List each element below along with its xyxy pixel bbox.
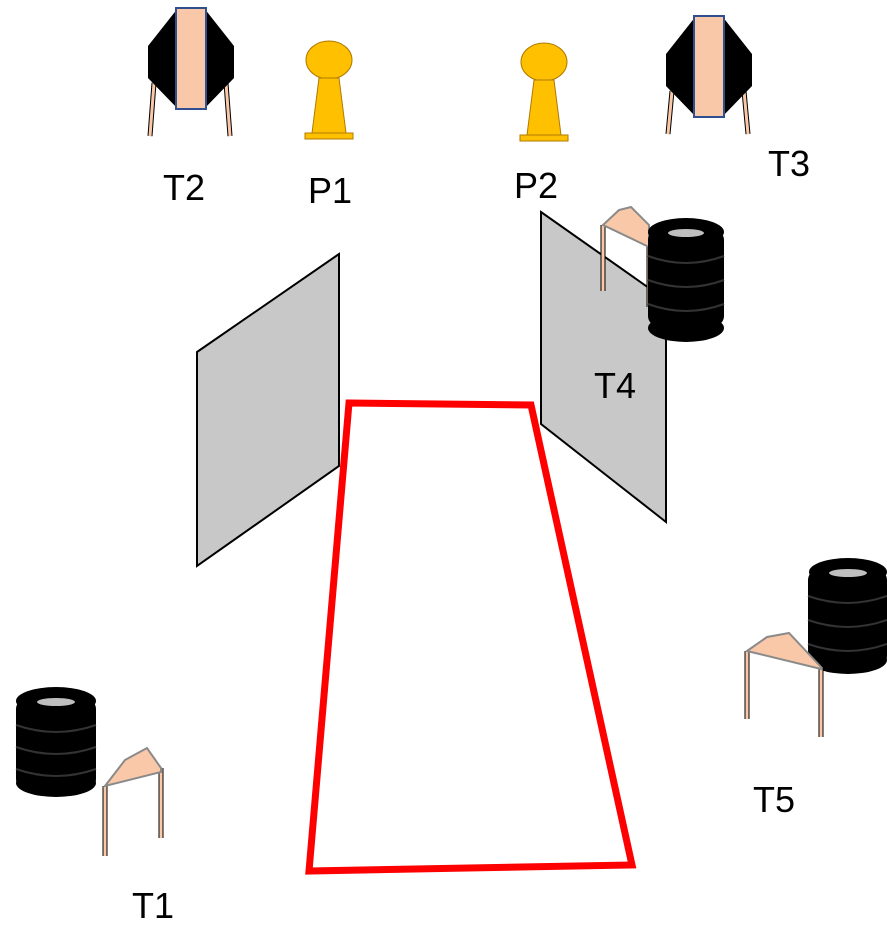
label-t1: T1 [132,885,174,923]
label-t2: T2 [163,167,205,208]
post-icon [519,42,569,142]
post-icon [304,40,354,140]
label-t4: T4 [594,365,636,406]
tire-stack-icon [647,218,725,342]
left-panel [196,252,340,568]
label-t3: T3 [768,143,810,184]
tire-stack-icon [15,687,97,797]
easel-icon [744,631,824,737]
red-zone-outline [305,399,637,875]
easel-icon [102,746,164,856]
label-p1: P1 [308,170,352,211]
label-p2: P2 [514,165,558,206]
barrel-target-icon [147,7,234,137]
right-panel [540,210,667,525]
label-t5: T5 [753,779,795,820]
tire-stack-icon [807,558,887,674]
barrel-target-icon [665,15,752,135]
